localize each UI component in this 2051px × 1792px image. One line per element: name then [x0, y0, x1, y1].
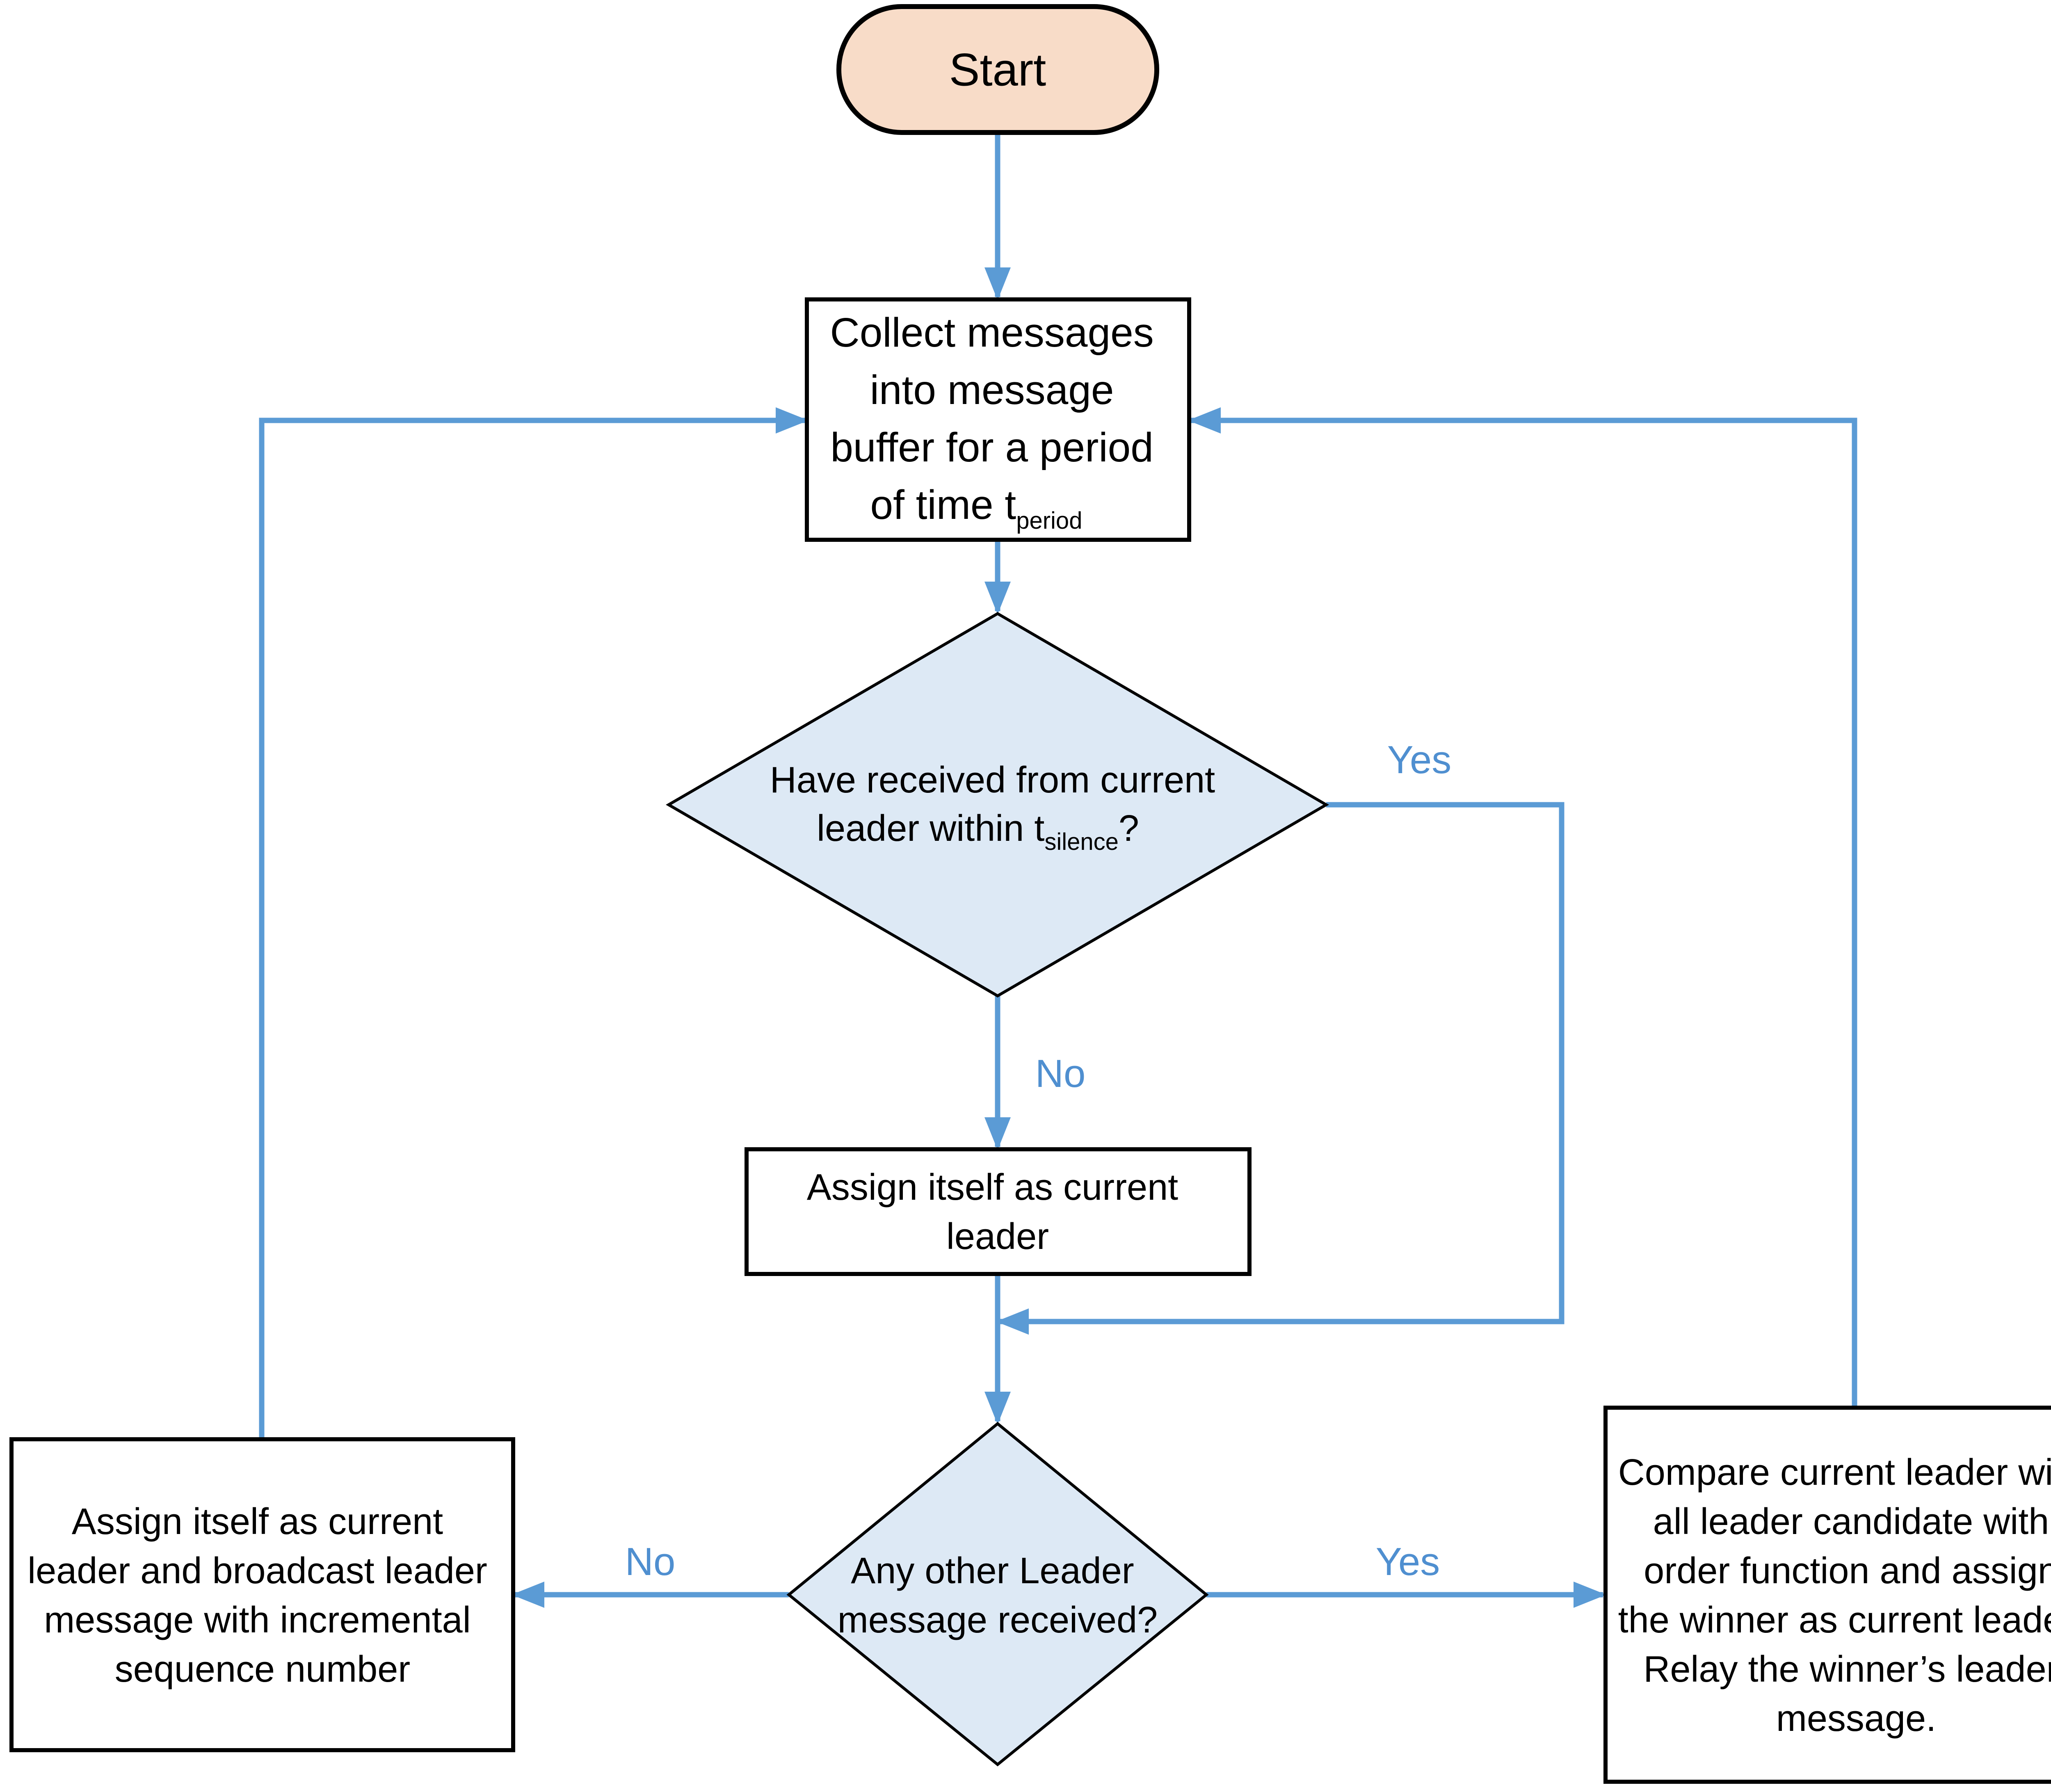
svg-text:Assign itself as current: Assign itself as current leader and broa… — [27, 1501, 498, 1690]
compare-line-5: Relay the winner’s leader — [1643, 1649, 2051, 1690]
compare-line-4: the winner as current leader. — [1618, 1600, 2051, 1641]
broadcast-line-2: leader and broadcast leader — [27, 1550, 487, 1591]
svg-text:Collect messages into me: Collect messages into message buffer for… — [830, 310, 1165, 534]
collect-messages-process: Collect messages into message buffer for… — [805, 297, 1191, 542]
start-terminal: Start — [836, 4, 1159, 135]
edge-label-no-top: No — [1035, 1052, 1086, 1096]
compare-line-6: message. — [1776, 1698, 1936, 1739]
decision-other-leader-message: Any other Leader message received? — [786, 1422, 1209, 1767]
collect-subscript: period — [1016, 507, 1082, 534]
svg-text:Compare current leader with: Compare current leader with all leader c… — [1618, 1452, 2051, 1739]
edge-label-yes-top: Yes — [1387, 738, 1452, 782]
compare-line-2: all leader candidate with — [1653, 1501, 2049, 1542]
edge-label-no-bottom: No — [625, 1540, 676, 1584]
broadcast-line-3: message with incremental — [44, 1600, 470, 1641]
broadcast-line-1: Assign itself as current — [72, 1501, 443, 1542]
assign-self-line-2: leader — [946, 1216, 1049, 1257]
decision-other-line-1: Any other Leader — [851, 1550, 1134, 1591]
assign-self-process: Assign itself as current leader — [745, 1147, 1252, 1276]
decision-leader-suffix: ? — [1119, 808, 1139, 849]
broadcast-line-4: sequence number — [115, 1649, 410, 1690]
edge-broadcast-loop — [259, 407, 809, 1439]
decision-other-line-2: message received? — [838, 1600, 1158, 1641]
collect-line-4: of time t — [870, 482, 1016, 528]
edge-label-yes-bottom: Yes — [1376, 1540, 1440, 1584]
compare-line-1: Compare current leader with — [1618, 1452, 2051, 1493]
compare-leaders-process: Compare current leader with all leader c… — [1603, 1406, 2051, 1784]
collect-line-1: Collect messages — [830, 310, 1153, 356]
assign-self-line-1: Assign itself as current — [807, 1167, 1178, 1208]
decision-received-from-leader: Have received from current leader within… — [666, 612, 1329, 998]
svg-text:Have received from current: Have received from current leader within… — [770, 760, 1225, 855]
edge-decision-leader-yes — [996, 802, 1565, 1335]
svg-text:Assign itself as current: Assign itself as current leader — [807, 1167, 1188, 1257]
edge-compare-loop — [1188, 407, 1857, 1408]
decision-leader-line-2: leader within t — [817, 808, 1044, 849]
compare-line-3: order function and assign — [1644, 1550, 2051, 1591]
decision-leader-line-1: Have received from current — [770, 760, 1215, 801]
assign-broadcast-process: Assign itself as current leader and broa… — [9, 1437, 515, 1752]
start-label: Start — [949, 44, 1046, 96]
connectors — [259, 130, 1857, 1608]
decision-leader-subscript: silence — [1044, 829, 1119, 855]
svg-text:Any other Leader message: Any other Leader message received? — [838, 1550, 1158, 1641]
collect-line-2: into message — [870, 367, 1114, 413]
collect-line-3: buffer for a period — [830, 425, 1153, 470]
